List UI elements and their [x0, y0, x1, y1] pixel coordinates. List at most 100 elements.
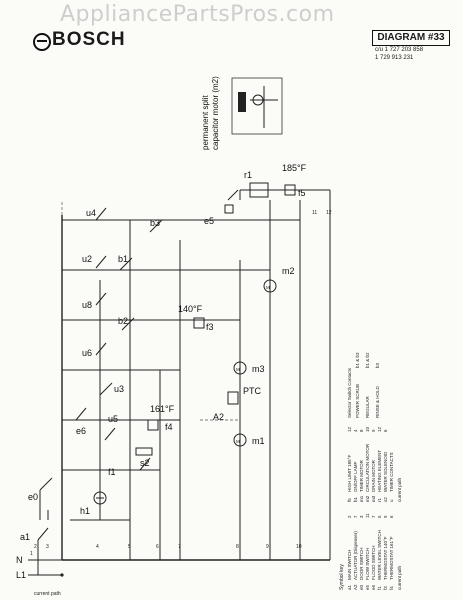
key1-name-6: THERMOSTAT 140°F	[383, 536, 388, 580]
key2-current-path: current path	[397, 477, 402, 502]
sel-contacts-2: b3	[375, 362, 380, 368]
sel-program-0: POWER SCRUB	[355, 384, 360, 418]
label-a1: a1	[20, 532, 30, 542]
actuator-A2: A2 PTC	[213, 386, 262, 422]
key1-sym-2: e0	[359, 584, 364, 590]
key1-path-6: 9	[383, 515, 388, 518]
capacitor-symbol	[238, 92, 246, 112]
key1-sym-1: A2	[353, 584, 358, 590]
key1-path-7: 6	[389, 515, 394, 518]
path-num-1: 1	[30, 551, 33, 557]
label-ptc: PTC	[243, 386, 262, 396]
selector-contact-b1: b1	[118, 254, 133, 271]
label-f1: f1	[108, 467, 116, 477]
label-m1: m1	[252, 436, 265, 446]
lamp-h1: h1	[80, 280, 107, 520]
key1-sym-0: a1	[347, 584, 352, 590]
solenoid-s2: s2	[135, 447, 153, 468]
label-b1: b1	[118, 254, 128, 264]
key1-name-1: ACTUATOR (Dispenser)	[353, 531, 358, 580]
motor-label-1: permanent split	[201, 95, 210, 150]
sel-program-1: REGULAR	[365, 395, 370, 418]
current-path-label: current path	[34, 591, 61, 597]
label-h1: h1	[80, 506, 90, 516]
selector-title: Selector Switch Contacts	[347, 367, 352, 418]
path-num-6: 6	[156, 544, 159, 550]
label-u2: u2	[82, 254, 92, 264]
key2-name-5: HEATING ELEMENT	[377, 450, 382, 492]
path-num-2: 2	[34, 544, 37, 550]
key1-path-5: 5	[377, 515, 382, 518]
key2-path-2: 8	[359, 429, 364, 432]
switch-a1: a1	[20, 510, 49, 575]
svg-text:M: M	[266, 285, 270, 290]
diagram-title: DIAGRAM #33	[372, 30, 450, 46]
key2-sym-4: m3	[371, 495, 376, 502]
label-f5: f5	[298, 188, 306, 198]
switch-e5: e5	[204, 189, 239, 226]
key1-sym-5: f1	[377, 586, 382, 590]
label-b2: b2	[118, 316, 128, 326]
path-num-10: 10	[296, 544, 302, 550]
key2-name-1: ON/OFF LAMP	[353, 461, 358, 492]
watermark: AppliancePartsPros.com	[60, 2, 335, 27]
key2-path-5: 12	[377, 426, 382, 432]
switch-f1: f1	[108, 457, 151, 477]
path-num-8: 8	[236, 544, 239, 550]
symbol-key-title: Symbol key	[339, 564, 345, 590]
thermostat-f5: 185°F f5	[282, 163, 307, 198]
motor-m1: M m1	[233, 433, 265, 447]
key1-path-0: 2	[347, 515, 352, 518]
label-u5: u5	[108, 414, 118, 424]
key1-path-1: 7	[353, 515, 358, 518]
selector-contact-b2: b2	[118, 316, 135, 331]
label-m3: m3	[252, 364, 265, 374]
motor-label-2: capacitor motor (m2)	[211, 76, 220, 150]
neutral-label: N	[16, 555, 23, 565]
label-u4: u4	[86, 208, 96, 218]
key1-path-2: 3	[359, 515, 364, 518]
key2-sym-7: u	[389, 499, 394, 502]
label-s2: s2	[140, 458, 150, 468]
key1-name-3: FLOW SWITCH	[365, 548, 370, 580]
key1-current-path: current path	[397, 565, 402, 590]
key2-sym-3: m2	[365, 495, 370, 502]
label-e5: e5	[204, 216, 214, 226]
switch-e6: e6	[75, 407, 87, 436]
key2-path-6: 6	[383, 429, 388, 432]
key1-name-2: DOOR SWITCH	[359, 548, 364, 581]
key1-path-4: 7	[371, 515, 376, 518]
timer-contact-u2: u2	[82, 254, 107, 269]
brand-name: BOSCH	[52, 29, 126, 50]
selector-contact-b3: b3	[149, 218, 163, 233]
label-e0: e0	[28, 492, 38, 502]
current-path-numbers: current path 1 2 3 4 5 6 7 8 9 10 11 12	[30, 210, 332, 597]
bosch-logo-icon	[33, 33, 51, 51]
svg-text:M: M	[236, 367, 240, 372]
key1-path-3: 11	[365, 513, 370, 518]
key2-sym-0: f5	[347, 498, 352, 502]
key1-sym-3: e5	[365, 584, 370, 590]
label-e6: e6	[76, 426, 86, 436]
key2-name-6: WATER SOLENOID	[383, 451, 388, 492]
key2-name-0: HIGH LIMIT 185°F	[347, 455, 352, 492]
path-num-5: 5	[128, 544, 131, 550]
label-r1: r1	[244, 170, 252, 180]
key1-sym-4: e6	[371, 584, 376, 590]
timer-contact-u3: u3	[99, 382, 124, 396]
key2-path-0: 12	[347, 426, 352, 432]
thermostat-f4: 161°F f4	[147, 404, 175, 432]
label-161F: 161°F	[150, 404, 175, 414]
label-185F: 185°F	[282, 163, 307, 173]
switch-e0: e0	[28, 477, 53, 520]
label-A2: A2	[213, 412, 224, 422]
label-u3: u3	[114, 384, 124, 394]
key2-path-4: 9	[371, 429, 376, 432]
timer-contact-u6: u6	[82, 342, 107, 358]
key2-name-4: DRAIN MOTOR	[371, 459, 376, 492]
motor-m2: M m2	[263, 266, 295, 293]
